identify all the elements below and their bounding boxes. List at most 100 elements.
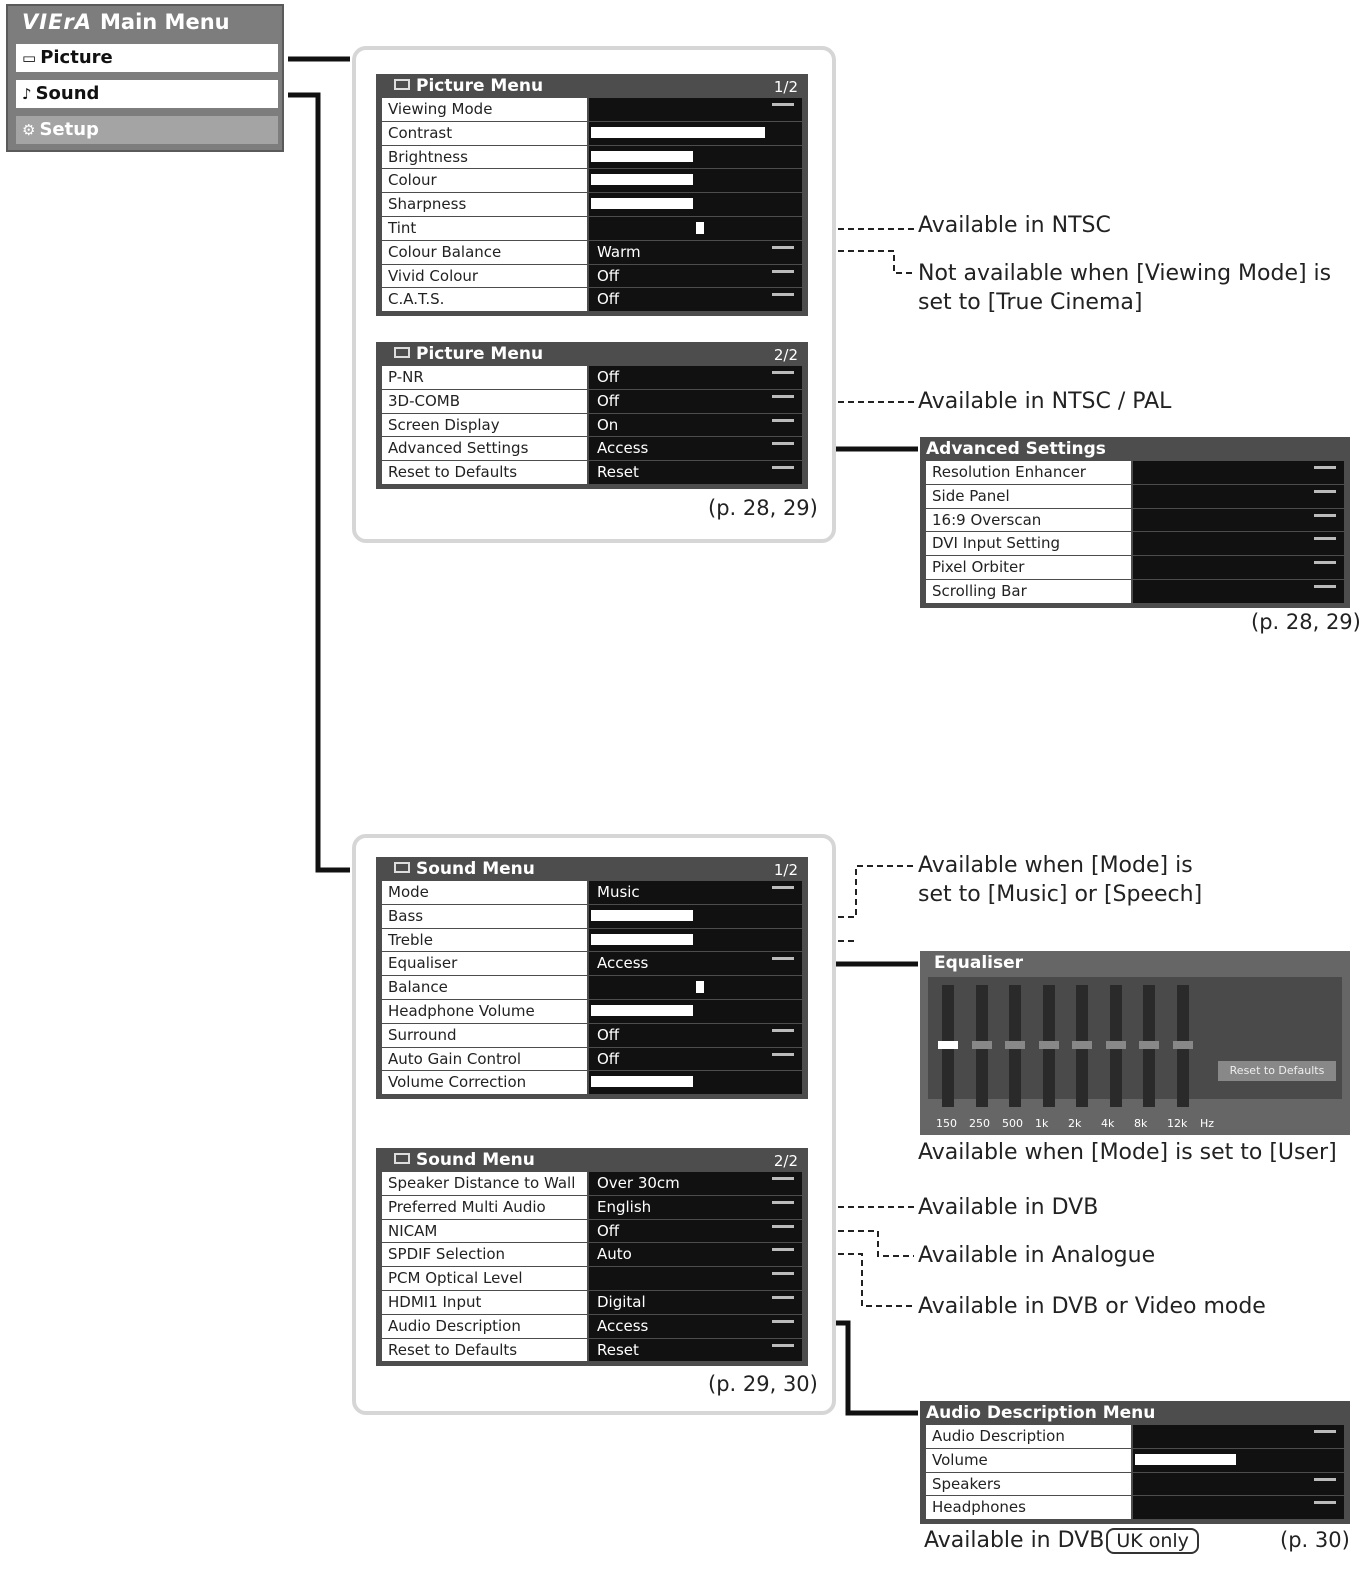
menu-row-value[interactable] — [589, 999, 802, 1023]
main-menu-item-setup[interactable]: ⚙Setup — [16, 116, 278, 144]
equaliser-band-slider[interactable] — [971, 985, 992, 1107]
menu-row-value[interactable]: English — [589, 1195, 802, 1219]
menu-row[interactable]: Bass — [382, 904, 802, 929]
equaliser-band-knob[interactable] — [938, 1041, 958, 1049]
equaliser-band-slider[interactable] — [1105, 985, 1126, 1107]
equaliser-band-knob[interactable] — [1105, 1041, 1126, 1049]
menu-row-value[interactable]: Off — [589, 1219, 802, 1243]
menu-row-value[interactable]: Off — [589, 366, 802, 389]
equaliser-band-slider[interactable] — [1072, 985, 1092, 1107]
menu-row[interactable]: 16:9 Overscan — [926, 508, 1344, 533]
menu-row[interactable]: DVI Input Setting — [926, 532, 1344, 557]
menu-row-value[interactable] — [1133, 532, 1344, 556]
equaliser-band-slider[interactable] — [1005, 985, 1025, 1107]
menu-row-value[interactable] — [589, 121, 802, 145]
menu-row-value[interactable]: Digital — [589, 1290, 802, 1314]
equaliser-band-knob[interactable] — [1139, 1041, 1159, 1049]
menu-row[interactable]: PCM Optical Level — [382, 1267, 802, 1291]
menu-row[interactable]: Brightness — [382, 145, 802, 170]
main-menu-item-picture[interactable]: ▭Picture — [16, 44, 278, 72]
menu-row-value[interactable]: Reset — [589, 1338, 802, 1362]
menu-row[interactable]: Scrolling Bar — [926, 579, 1344, 604]
menu-row[interactable]: Side Panel — [926, 484, 1344, 509]
menu-row[interactable]: Tint — [382, 216, 802, 241]
equaliser-band-slider[interactable] — [1038, 985, 1059, 1107]
menu-row-value[interactable]: Music — [589, 881, 802, 904]
menu-row-value[interactable] — [1133, 1448, 1344, 1472]
menu-row-value[interactable]: Warm — [589, 240, 802, 264]
menu-row-value[interactable] — [589, 1267, 802, 1290]
main-menu-item-sound[interactable]: ♪Sound — [16, 80, 278, 108]
menu-row[interactable]: Colour — [382, 169, 802, 194]
menu-row-value[interactable] — [589, 904, 802, 928]
menu-row[interactable]: Speakers — [926, 1472, 1344, 1497]
menu-row-value[interactable]: Off — [589, 1023, 802, 1047]
menu-row[interactable]: Volume Correction — [382, 1071, 802, 1096]
menu-row-value[interactable]: Auto — [589, 1243, 802, 1267]
menu-row[interactable]: C.A.T.S.Off — [382, 288, 802, 313]
menu-row[interactable]: Viewing Mode — [382, 98, 802, 122]
equaliser-band-knob[interactable] — [1038, 1041, 1059, 1049]
menu-row[interactable]: Volume — [926, 1448, 1344, 1473]
menu-row-value[interactable]: Off — [589, 264, 802, 288]
menu-row[interactable]: Pixel Orbiter — [926, 556, 1344, 580]
equaliser-band-slider[interactable] — [1139, 985, 1159, 1107]
menu-row-value[interactable] — [1133, 1496, 1344, 1520]
menu-row-value[interactable] — [1133, 508, 1344, 532]
equaliser-band-knob[interactable] — [1072, 1041, 1092, 1049]
menu-row-value[interactable] — [1133, 556, 1344, 579]
menu-row-value[interactable] — [589, 145, 802, 169]
menu-row[interactable]: Audio Description — [926, 1425, 1344, 1449]
equaliser-band-slider[interactable] — [1172, 985, 1193, 1107]
menu-row-value[interactable] — [1133, 579, 1344, 603]
menu-row-value[interactable]: Off — [589, 288, 802, 312]
menu-row-value[interactable] — [589, 1071, 802, 1095]
menu-row[interactable]: Headphones — [926, 1496, 1344, 1521]
menu-row-value[interactable] — [1133, 461, 1344, 484]
menu-row-value[interactable] — [1133, 1425, 1344, 1448]
menu-row-value[interactable]: Reset — [589, 461, 802, 484]
menu-row-value[interactable]: Off — [589, 389, 802, 413]
menu-row-value[interactable]: Over 30cm — [589, 1172, 802, 1195]
menu-row-value[interactable] — [589, 216, 802, 240]
menu-row-value[interactable] — [589, 976, 802, 999]
menu-row-value[interactable] — [589, 169, 802, 193]
equaliser-band-slider[interactable] — [938, 985, 958, 1107]
menu-row[interactable]: Treble — [382, 928, 802, 953]
menu-row-value[interactable]: On — [589, 413, 802, 437]
menu-row-value[interactable] — [589, 928, 802, 952]
menu-row-value[interactable] — [589, 98, 802, 121]
menu-row[interactable]: Headphone Volume — [382, 999, 802, 1024]
balance-knob[interactable] — [695, 221, 704, 234]
menu-row-value[interactable] — [1133, 484, 1344, 508]
menu-row-value[interactable]: Off — [589, 1047, 802, 1071]
menu-row[interactable]: Sharpness — [382, 193, 802, 217]
equaliser-band-knob[interactable] — [1172, 1041, 1193, 1049]
menu-row-value[interactable]: Access — [589, 437, 802, 461]
equaliser-band-knob[interactable] — [971, 1041, 992, 1049]
menu-row[interactable]: Contrast — [382, 121, 802, 146]
menu-row[interactable]: Balance — [382, 976, 802, 1000]
equaliser-band-knob[interactable] — [1005, 1041, 1025, 1049]
menu-row[interactable]: Resolution Enhancer — [926, 461, 1344, 485]
menu-row-value[interactable] — [1133, 1472, 1344, 1496]
balance-knob[interactable] — [695, 981, 704, 994]
